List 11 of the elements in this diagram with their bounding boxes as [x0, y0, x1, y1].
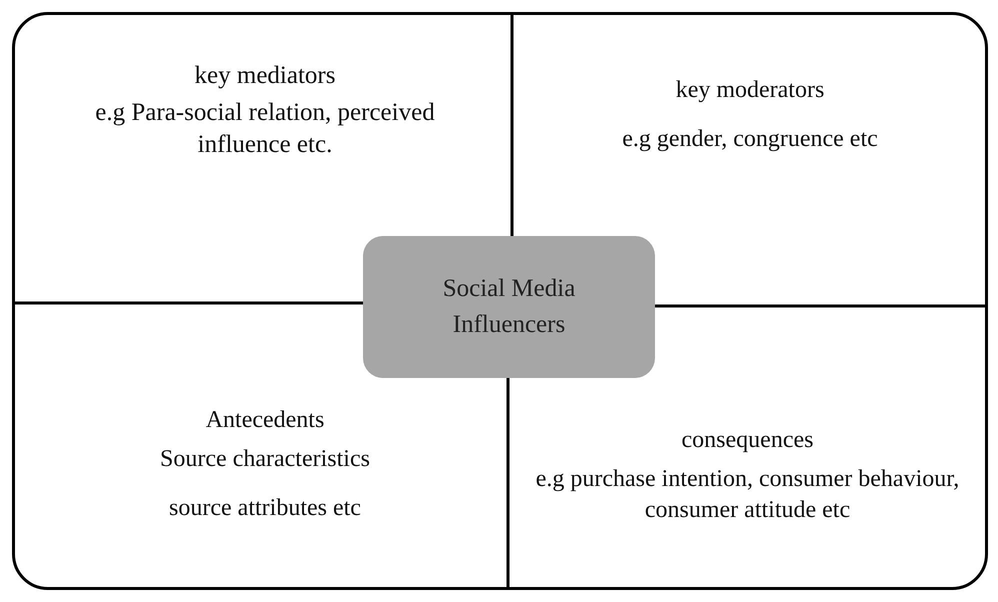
quadrant-text: e.g gender, congruence etc: [622, 125, 878, 154]
quadrant-heading: key mediators: [194, 61, 336, 91]
quadrant-text: Source characteristics: [160, 445, 370, 474]
quadrant-text: source attributes etc: [169, 494, 361, 524]
center-box: [363, 236, 655, 378]
quadrant-heading: Antecedents: [206, 406, 324, 435]
quadrant-heading: consequences: [682, 426, 814, 455]
center-label: Social Media Influencers: [442, 274, 576, 340]
quadrant-heading: key moderators: [676, 76, 824, 105]
quadrant-text: e.g purchase intention, consumer behaviour, consumer attitude etc: [534, 465, 960, 526]
quadrant-text: e.g Para-social relation, perceived influence etc.: [95, 98, 435, 160]
